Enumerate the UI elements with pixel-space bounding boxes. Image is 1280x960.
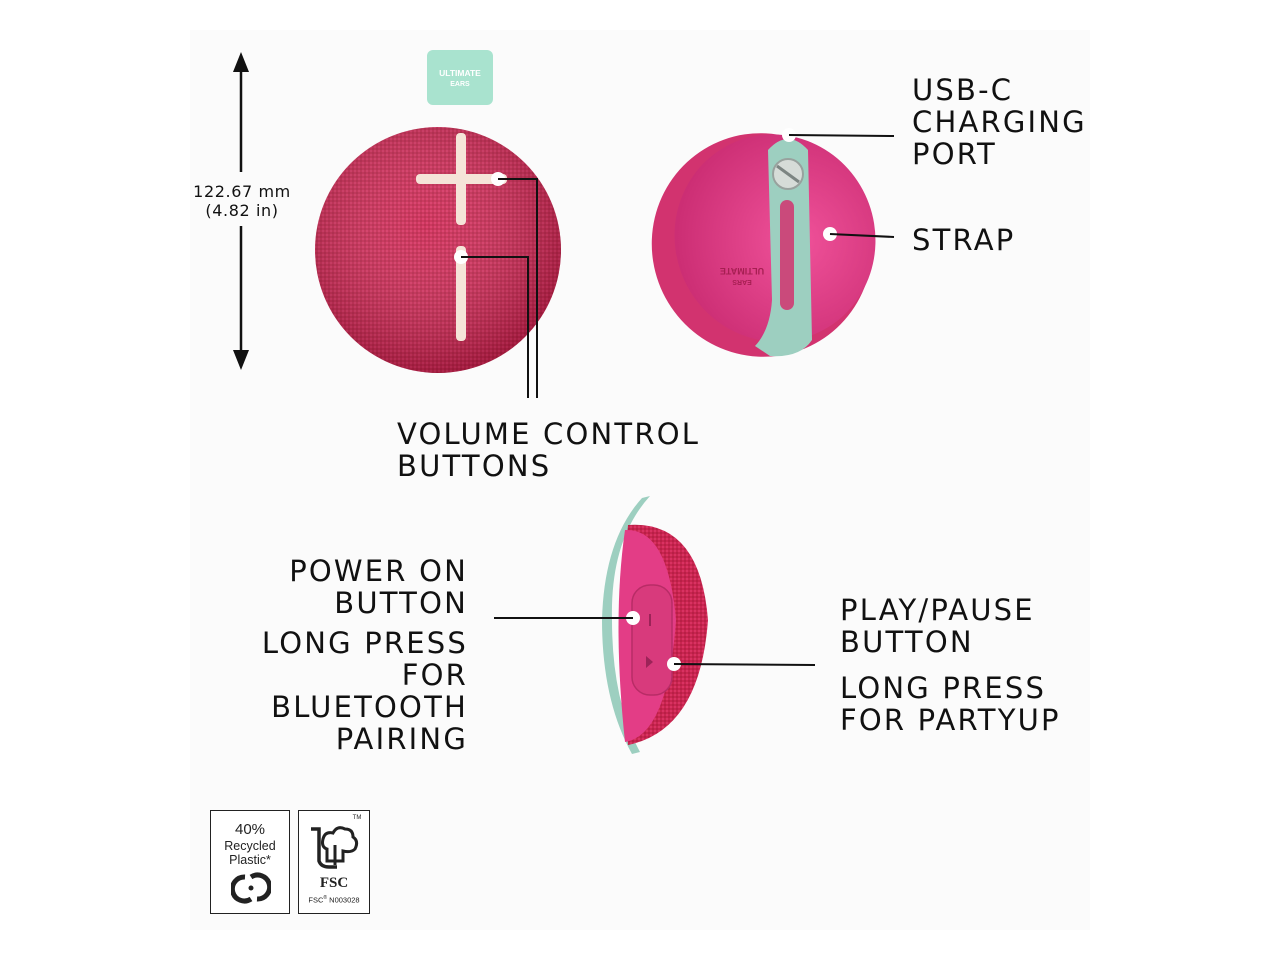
fsc-id: N003028 (329, 895, 360, 905)
recycle-icon (231, 872, 271, 904)
recycled-plastic-badge: 40% Recycled Plastic* (210, 810, 290, 914)
strap-label: STRAP (912, 223, 1016, 257)
speaker-back-view: ULTIMATE EARS (651, 133, 876, 357)
tag-logo: ULTIMATE (439, 68, 481, 78)
fsc-trademark: TM (352, 815, 362, 821)
power-button-label: POWER ON BUTTON (289, 554, 468, 620)
volume-down-button (456, 246, 466, 341)
back-callout-lines (782, 128, 895, 241)
fsc-name: FSC (319, 875, 349, 891)
recycled-percent: 40% (234, 821, 266, 838)
usb-c-port-label: USB-C CHARGING PORT (912, 73, 1087, 171)
recycled-line1: Recycled (224, 839, 276, 853)
partyup-label: LONG PRESS FOR PARTYUP (840, 671, 1061, 737)
fsc-code: FSC (308, 895, 324, 905)
speaker-side-view (602, 496, 708, 754)
height-dimension-imperial: (4.82 in) (205, 201, 279, 220)
back-logo: ULTIMATE (720, 266, 764, 276)
side-button-panel (631, 584, 673, 696)
side-callout-lines (494, 611, 816, 671)
volume-callout-lines (454, 172, 538, 398)
svg-text:EARS: EARS (732, 278, 752, 285)
fsc-tree-icon (311, 826, 359, 869)
svg-text:EARS: EARS (450, 81, 470, 88)
fsc-code-line: FSC® N003028 (308, 895, 360, 905)
speaker-front-view: ULTIMATE EARS (315, 50, 561, 373)
height-dimension-metric: 122.67 mm (193, 182, 291, 201)
fsc-badge: TM FSC FSC® N003028 (298, 810, 370, 914)
volume-buttons-label: VOLUME CONTROL BUTTONS (397, 417, 701, 483)
play-pause-label: PLAY/PAUSE BUTTON (840, 593, 1035, 659)
height-dimension-arrow (233, 52, 249, 370)
bluetooth-pairing-label: LONG PRESS FOR BLUETOOTH PAIRING (261, 626, 468, 756)
recycled-line2: Plastic* (229, 853, 271, 867)
strap-tag (427, 50, 493, 105)
